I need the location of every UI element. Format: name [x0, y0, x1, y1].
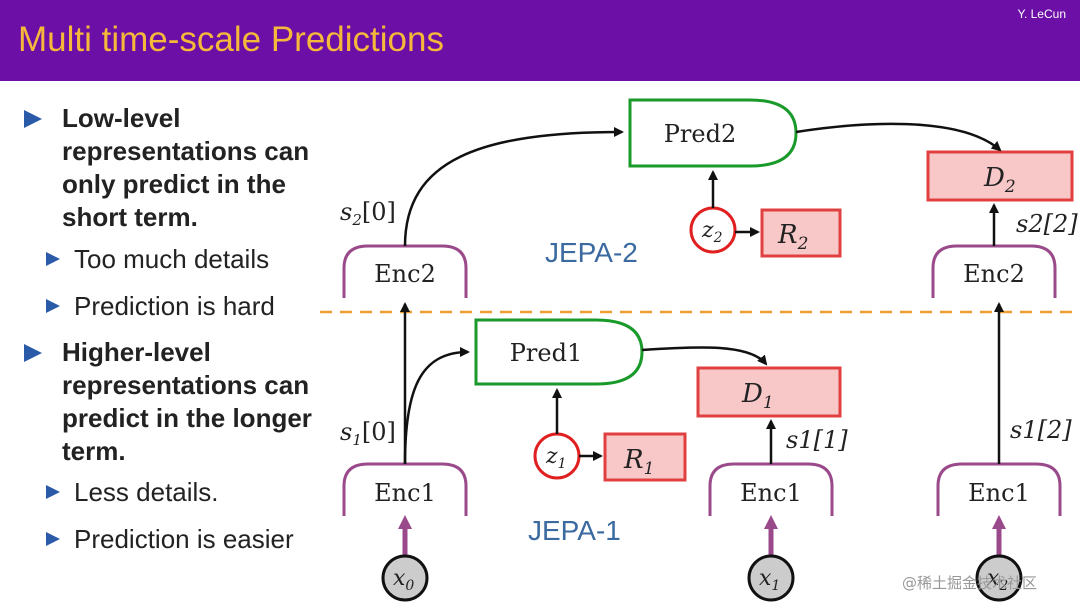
x2-input: x2 [975, 554, 1023, 602]
x0-input: x0 [381, 554, 429, 602]
d2-cost: D2 [926, 150, 1074, 202]
svg-text:x1: x1 [759, 566, 780, 594]
s1-0-label: s1[0] [340, 418, 396, 449]
enc2-left-node: Enc2 [342, 244, 468, 298]
svg-text:x2: x2 [987, 566, 1008, 594]
svg-text:Enc1: Enc1 [968, 479, 1030, 507]
jepa1-label: JEPA-1 [528, 515, 621, 546]
bullet-prediction-hard: Prediction is hard [74, 291, 275, 321]
enc1-left-node: Enc1 [342, 462, 468, 516]
bullet-triangle-icon [24, 110, 42, 128]
enc1-middle-node: Enc1 [708, 462, 834, 516]
svg-text:Enc1: Enc1 [740, 479, 802, 507]
enc1-right-node: Enc1 [936, 462, 1062, 516]
arrow-enc1-to-pred1 [403, 347, 470, 465]
svg-text:Enc2: Enc2 [963, 260, 1025, 288]
author-label: Y. LeCun [1017, 7, 1067, 21]
s2-0-label: s2[0] [340, 198, 396, 229]
d1-cost: D1 [696, 366, 842, 418]
svg-text:R2: R2 [777, 220, 808, 254]
bullet-too-much-details: Too much details [74, 244, 270, 274]
pred2-label: Pred2 [664, 120, 736, 148]
z1-latent: z1 [533, 432, 581, 480]
watermark: @稀土掘金技术社区 [902, 574, 1038, 592]
bullet-less-details: Less details. [74, 477, 219, 507]
bullet-low-level: Low-level representations can only predi… [62, 103, 310, 232]
s2-2-label: s2[2] [1016, 210, 1078, 238]
arrow-enc2-to-pred2 [403, 127, 624, 247]
bullet-triangle-icon [46, 532, 60, 546]
bullet-triangle-icon [46, 485, 60, 499]
pred1-node: Pred1 [474, 318, 644, 386]
bullet-triangle-icon [24, 344, 42, 362]
bullet-list: Low-level representations can only predi… [0, 82, 340, 610]
s1-1-label: s1[1] [786, 426, 848, 454]
bullet-triangle-icon [46, 252, 60, 266]
svg-text:x0: x0 [393, 566, 414, 594]
enc2-right-node: Enc2 [931, 244, 1057, 298]
bullet-higher-level: Higher-level representations can predict… [62, 337, 312, 466]
svg-text:R1: R1 [623, 445, 654, 479]
svg-text:Enc1: Enc1 [374, 479, 436, 507]
r2-regularizer: R2 [760, 208, 842, 258]
r1-regularizer: R1 [603, 432, 687, 482]
pred2-node: Pred2 [628, 98, 798, 168]
pred1-label: Pred1 [510, 339, 582, 367]
x1-input: x1 [747, 554, 795, 602]
svg-text:D2: D2 [983, 163, 1016, 197]
bullet-triangle-icon [46, 299, 60, 313]
s1-2-label: s1[2] [1010, 416, 1072, 444]
bullet-prediction-easier: Prediction is easier [74, 524, 294, 554]
svg-text:D1: D1 [741, 379, 774, 413]
slide-title: Multi time-scale Predictions [18, 20, 444, 59]
jepa2-label: JEPA-2 [545, 237, 638, 268]
slide-header: Multi time-scale Predictions Y. LeCun [0, 0, 1080, 81]
svg-text:z1: z1 [545, 444, 567, 472]
z2-latent: z2 [689, 206, 737, 254]
arrow-pred2-to-d2 [795, 122, 1002, 152]
arrow-pred1-to-d1 [641, 346, 768, 366]
svg-text:Enc2: Enc2 [374, 260, 436, 288]
svg-text:z2: z2 [701, 218, 723, 246]
